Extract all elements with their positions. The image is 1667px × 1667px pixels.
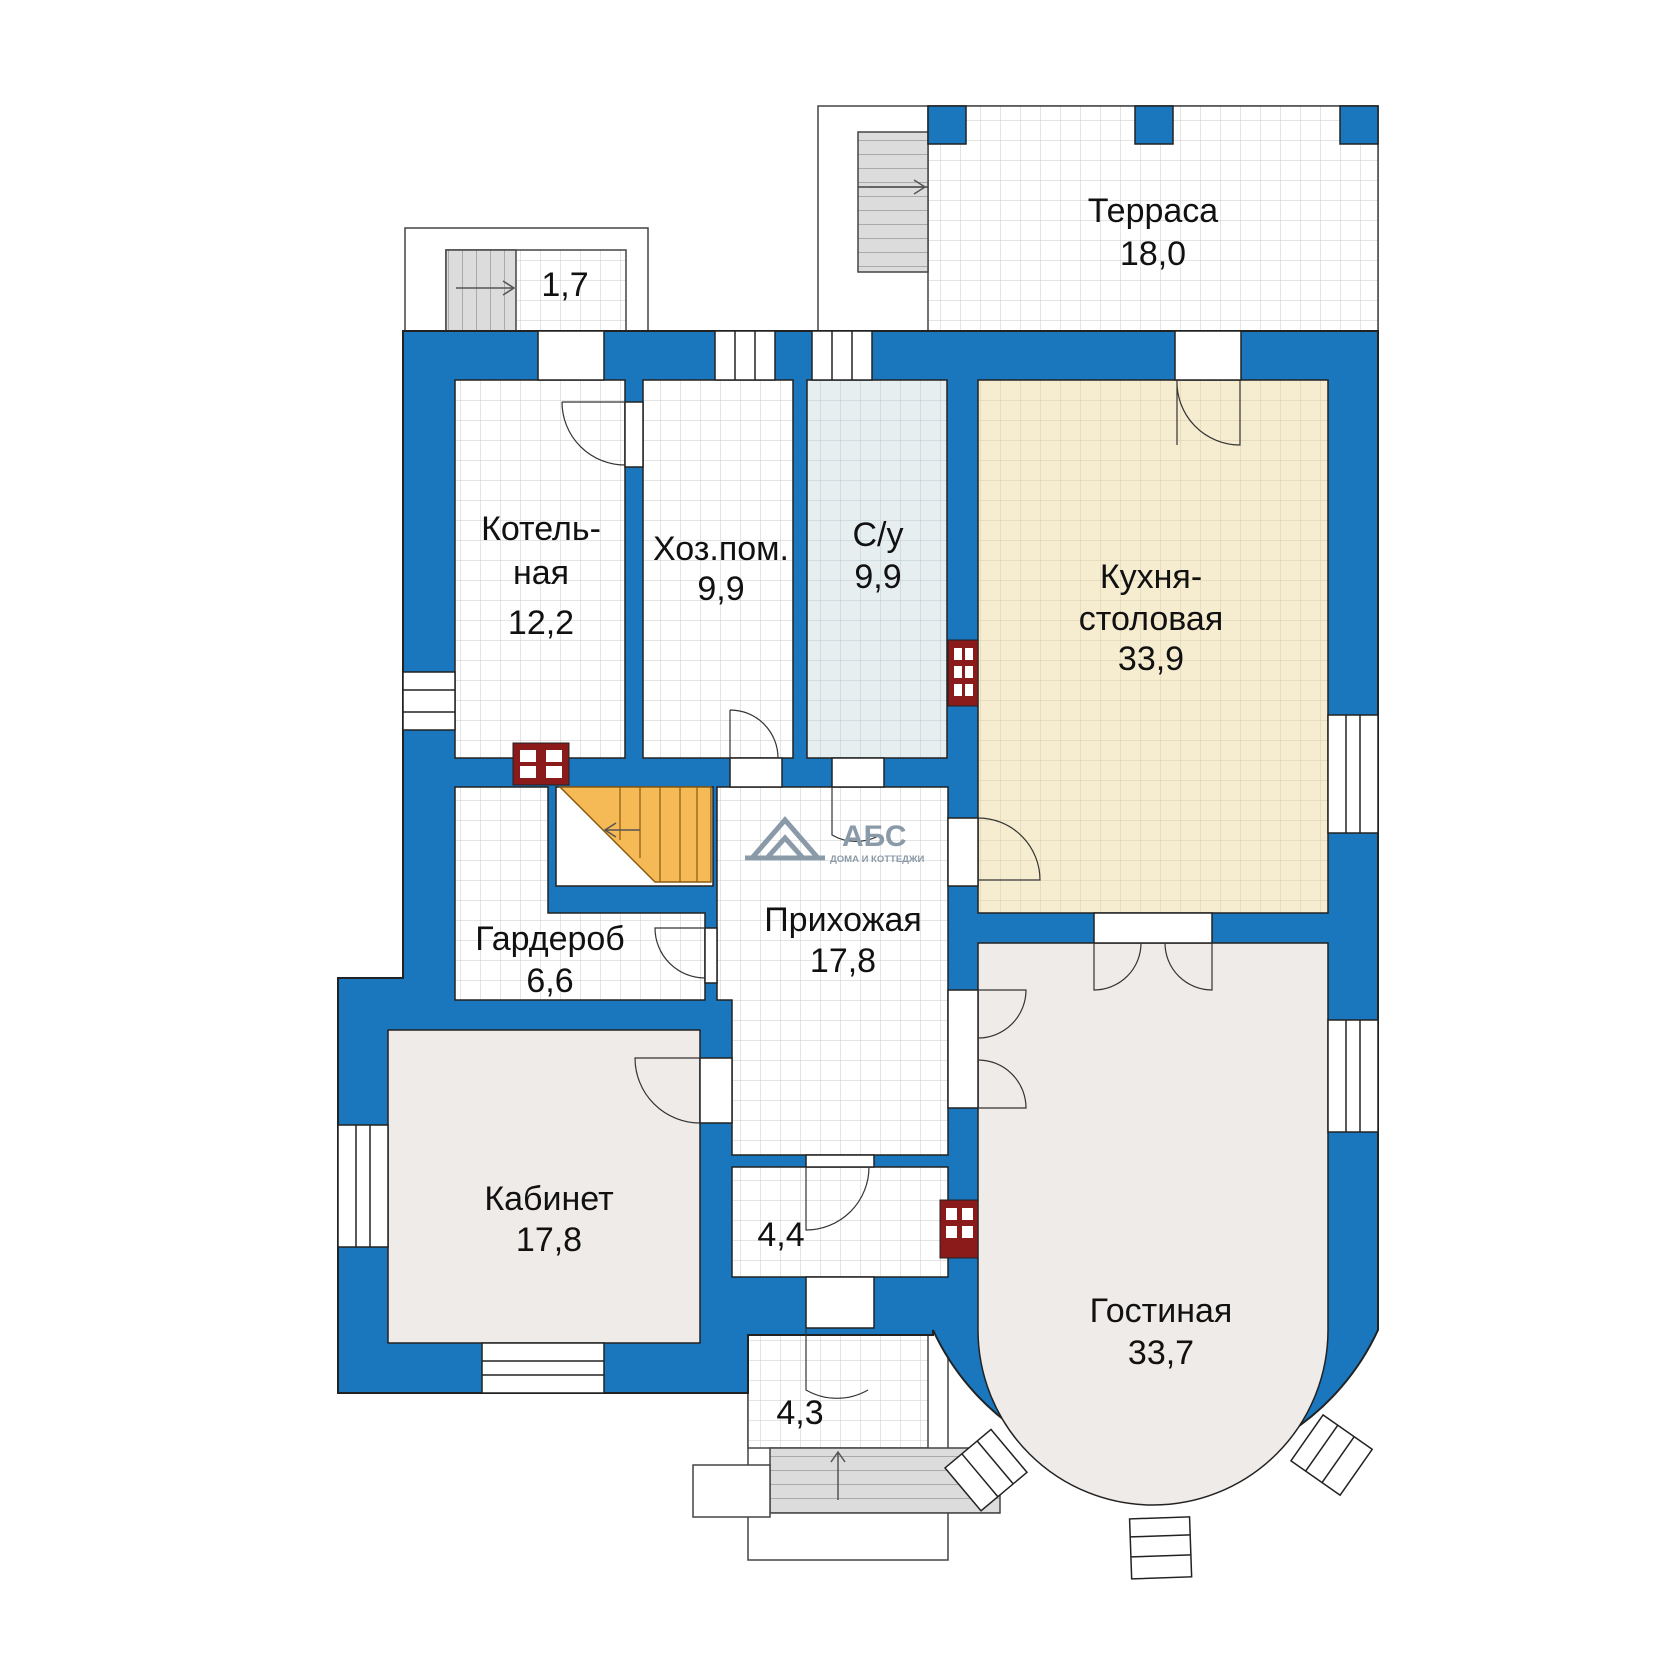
porch-bottom-area: 4,3 xyxy=(776,1394,823,1432)
kitchen-name-1: Кухня- xyxy=(1100,558,1202,596)
living-area: 33,7 xyxy=(1128,1334,1194,1372)
porch-bottom xyxy=(692,1327,1001,1561)
room-study xyxy=(387,1029,701,1344)
kitchen-area: 33,9 xyxy=(1118,640,1184,678)
stair xyxy=(558,786,712,883)
room-wardrobe xyxy=(454,786,706,1001)
room-utility xyxy=(642,379,794,759)
room-vestibule xyxy=(731,1166,949,1278)
terrace-name: Терраса xyxy=(1088,192,1218,230)
doors xyxy=(537,330,1242,1329)
room-labels: Терраса 18,0 1,7 Котель- ная 12,2 Хоз.по… xyxy=(475,192,1232,1432)
chimneys xyxy=(512,639,979,1259)
porch-top-area: 1,7 xyxy=(541,266,588,304)
boiler-area: 12,2 xyxy=(508,604,574,642)
living-name: Гостиная xyxy=(1090,1292,1233,1330)
bath-name: С/у xyxy=(853,516,904,554)
bath-area: 9,9 xyxy=(854,558,901,596)
house-logo-icon xyxy=(745,816,825,861)
study-name: Кабинет xyxy=(484,1180,613,1218)
room-hall xyxy=(716,786,949,1156)
hall-area: 17,8 xyxy=(810,942,876,980)
room-kitchen xyxy=(977,379,1329,914)
wardrobe-area: 6,6 xyxy=(526,962,573,1000)
door-swings xyxy=(561,379,1241,1399)
brand-logo: АБС ДОМА И КОТТЕДЖИ xyxy=(745,816,925,865)
boiler-name-2: ная xyxy=(513,554,569,592)
kitchen-name-2: столовая xyxy=(1079,600,1223,638)
chimney-icon xyxy=(947,639,979,707)
utility-name: Хоз.пом. xyxy=(653,530,789,568)
wardrobe-name: Гардероб xyxy=(475,920,625,958)
utility-area: 9,9 xyxy=(697,570,744,608)
windows xyxy=(337,330,1379,1580)
terrace-area: 18,0 xyxy=(1120,235,1186,273)
logo-brand: АБС xyxy=(842,820,907,853)
room-boiler xyxy=(454,379,626,759)
rooms xyxy=(387,379,1329,1506)
study-area: 17,8 xyxy=(516,1221,582,1259)
hall-name: Прихожая xyxy=(764,901,922,939)
boiler-name-1: Котель- xyxy=(481,510,601,548)
room-living xyxy=(977,942,1329,1506)
chimney-icon xyxy=(512,742,570,786)
chimney-icon xyxy=(939,1199,979,1259)
porch-top xyxy=(404,227,649,332)
vestibule-area: 4,4 xyxy=(757,1216,804,1254)
terrace xyxy=(817,105,1379,332)
room-bath xyxy=(806,379,948,759)
logo-tagline: ДОМА И КОТТЕДЖИ xyxy=(830,854,925,865)
